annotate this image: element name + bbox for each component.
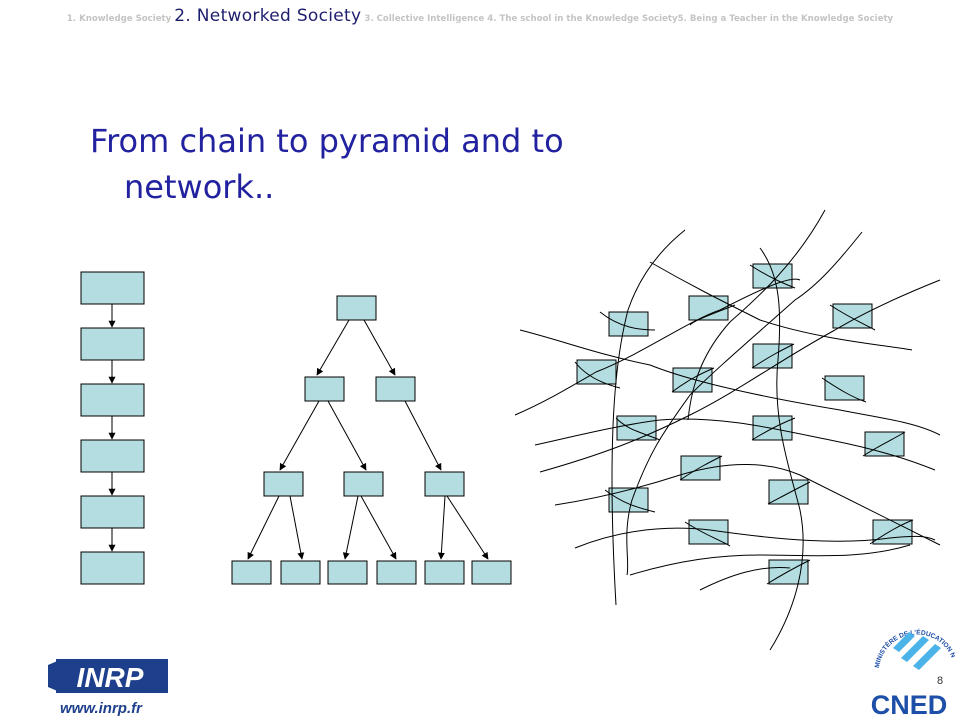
network-link bbox=[689, 304, 736, 326]
network-link bbox=[751, 417, 796, 441]
network-diagram bbox=[514, 209, 941, 651]
slide-title: From chain to pyramid and to network.. bbox=[90, 118, 650, 210]
inrp-logo-text: INRP bbox=[77, 662, 144, 693]
chain-node bbox=[80, 495, 145, 529]
cned-text: CNED bbox=[871, 690, 948, 720]
chain-diagram bbox=[80, 271, 145, 585]
pyramid-node bbox=[327, 560, 368, 585]
network-link bbox=[829, 304, 876, 331]
network-link bbox=[611, 229, 686, 606]
network-link bbox=[869, 519, 914, 545]
pyramid-arrow bbox=[360, 495, 397, 560]
emblem-stripe bbox=[901, 636, 929, 662]
pyramid-node bbox=[376, 560, 417, 585]
chain-node bbox=[80, 439, 145, 473]
network-link bbox=[534, 418, 936, 471]
pyramid-node bbox=[343, 471, 384, 497]
pyramid-arrow bbox=[342, 495, 359, 560]
chain-node bbox=[80, 383, 145, 417]
chain-node bbox=[80, 551, 145, 585]
network-link bbox=[574, 527, 936, 549]
network-link bbox=[604, 489, 656, 513]
network-link bbox=[751, 343, 795, 369]
title-line-2: network.. bbox=[124, 168, 275, 206]
pyramid-node bbox=[304, 376, 345, 402]
pyramid-node bbox=[424, 471, 465, 497]
pyramid-node bbox=[263, 471, 304, 497]
network-node bbox=[824, 375, 865, 401]
inrp-logo-tab bbox=[48, 659, 62, 693]
top-navigation: 1. Knowledge Society 2. Networked Societ… bbox=[0, 6, 960, 26]
network-link bbox=[599, 311, 656, 331]
network-link bbox=[626, 231, 863, 576]
network-link bbox=[766, 559, 811, 585]
inrp-url: www.inrp.fr bbox=[60, 700, 143, 717]
network-node bbox=[768, 559, 809, 585]
network-node bbox=[688, 295, 729, 321]
network-node bbox=[608, 311, 649, 337]
pyramid-node bbox=[471, 560, 512, 585]
cned-ministry-logo: MINISTÈRE DE L'ÉDUCATION NATIONALE CNED bbox=[865, 600, 955, 720]
network-link bbox=[759, 247, 804, 651]
nav-item-collective-intelligence[interactable]: 3. Collective Intelligence bbox=[364, 14, 485, 24]
network-node bbox=[872, 519, 913, 545]
network-link bbox=[671, 367, 715, 393]
inrp-logo: INRP www.inrp.fr bbox=[48, 659, 168, 717]
emblem-stripe bbox=[893, 632, 915, 652]
network-link bbox=[699, 566, 791, 591]
network-link bbox=[767, 481, 811, 505]
nav-item-school-knowledge-society[interactable]: 4. The school in the Knowledge Society bbox=[487, 14, 678, 24]
network-link bbox=[574, 361, 621, 389]
pyramid-arrow bbox=[446, 495, 489, 560]
pyramid-node bbox=[280, 560, 321, 585]
network-link bbox=[679, 455, 723, 481]
pyramid-arrow bbox=[247, 495, 280, 560]
nav-item-being-teacher[interactable]: 5. Being a Teacher in the Knowledge Soci… bbox=[677, 14, 894, 24]
ministry-emblem bbox=[893, 632, 941, 670]
pyramid-arrow bbox=[404, 400, 442, 471]
nav-item-knowledge-society[interactable]: 1. Knowledge Society bbox=[66, 14, 172, 24]
pyramid-arrow bbox=[327, 400, 367, 471]
network-link bbox=[687, 209, 826, 421]
network-link bbox=[821, 377, 867, 403]
pyramid-arrow bbox=[363, 319, 396, 376]
pyramid-arrow bbox=[279, 400, 320, 471]
chain-node bbox=[80, 271, 145, 305]
pyramid-arrow bbox=[437, 495, 446, 560]
title-line-1: From chain to pyramid and to bbox=[90, 122, 564, 160]
network-link bbox=[629, 544, 911, 576]
pyramid-node bbox=[424, 560, 465, 585]
emblem-stripe bbox=[913, 644, 941, 670]
network-link bbox=[749, 264, 796, 289]
network-link bbox=[539, 279, 941, 473]
inrp-logo-background bbox=[56, 659, 168, 693]
chain-node bbox=[80, 327, 145, 361]
pyramid-diagram bbox=[231, 295, 512, 585]
pyramid-node bbox=[375, 376, 416, 402]
network-link bbox=[554, 464, 941, 546]
pyramid-node bbox=[336, 295, 377, 321]
page-number: 8 bbox=[937, 675, 944, 687]
pyramid-node bbox=[231, 560, 272, 585]
pyramid-arrow bbox=[316, 319, 350, 376]
network-link bbox=[615, 417, 661, 441]
pyramid-arrow bbox=[289, 495, 305, 560]
network-link bbox=[862, 431, 906, 457]
network-nodes bbox=[576, 263, 913, 585]
network-node bbox=[832, 303, 873, 329]
network-link bbox=[684, 521, 731, 547]
nav-item-networked-society-current[interactable]: 2. Networked Society bbox=[174, 6, 362, 26]
network-link bbox=[514, 278, 801, 416]
network-link bbox=[649, 261, 913, 351]
network-links bbox=[514, 209, 941, 651]
